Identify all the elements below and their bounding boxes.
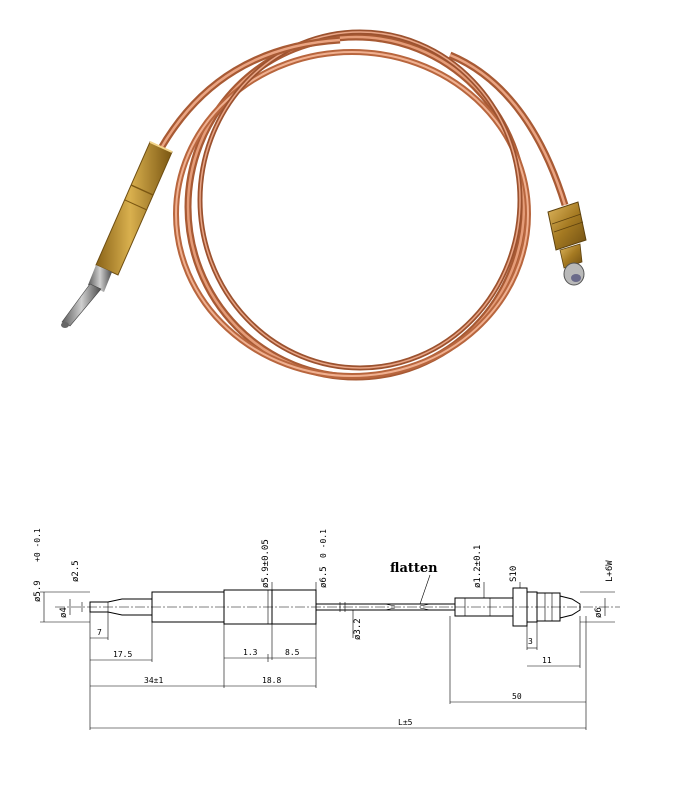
steel-probe-tip bbox=[61, 265, 112, 328]
brass-nut-connector bbox=[547, 201, 587, 286]
dim-18-8: 18.8 bbox=[262, 676, 281, 685]
dim-6-diameter: ø6 bbox=[594, 607, 604, 618]
dim-s10: S10 bbox=[509, 566, 519, 582]
diameter-labels: ø5.9 +0 -0.1 ø2.5 ø4 ø5.9±0.05 ø6.5 0 -0… bbox=[33, 528, 615, 640]
dim-6-5-tolerance: 0 -0.1 bbox=[319, 529, 328, 558]
dim-1-2-diameter: ø1.2±0.1 bbox=[473, 545, 483, 588]
dim-50: 50 bbox=[512, 692, 522, 701]
dim-thread: L+6W bbox=[605, 560, 615, 582]
dim-3-2-diameter: ø3.2 bbox=[353, 618, 363, 640]
dim-tip-diameter: ø5.9 bbox=[33, 580, 43, 602]
dim-1-3: 1.3 bbox=[243, 648, 258, 657]
dim-4-diameter: ø4 bbox=[59, 607, 69, 618]
dim-total-length: L±5 bbox=[398, 718, 413, 727]
dim-6-5-diameter: ø6.5 bbox=[319, 566, 329, 588]
thermocouple-photo bbox=[61, 29, 587, 381]
flatten-label: flatten bbox=[390, 561, 438, 576]
dim-3: 3 bbox=[528, 637, 533, 646]
dim-body-diameter: ø5.9±0.05 bbox=[261, 539, 271, 588]
dim-17-5: 17.5 bbox=[113, 650, 132, 659]
dim-7: 7 bbox=[97, 628, 102, 637]
dim-34: 34±1 bbox=[144, 676, 163, 685]
dim-2-5-diameter: ø2.5 bbox=[71, 560, 81, 582]
capillary-tube bbox=[316, 602, 455, 612]
dim-tip-tolerance: +0 -0.1 bbox=[33, 528, 42, 562]
dim-11: 11 bbox=[542, 656, 552, 665]
dim-8-5: 8.5 bbox=[285, 648, 300, 657]
copper-wire-coil bbox=[156, 29, 569, 381]
technical-drawing: flatten ø5.9 +0 -0.1 ø2.5 ø4 ø5.9±0.05 ø… bbox=[33, 528, 620, 730]
horizontal-dimensions: 7 17.5 1.3 8.5 34±1 18.8 3 11 50 L±5 bbox=[89, 612, 587, 730]
probe-body-outline bbox=[151, 589, 317, 625]
flatten-callout: flatten bbox=[390, 561, 438, 605]
brass-probe-body bbox=[95, 141, 173, 276]
